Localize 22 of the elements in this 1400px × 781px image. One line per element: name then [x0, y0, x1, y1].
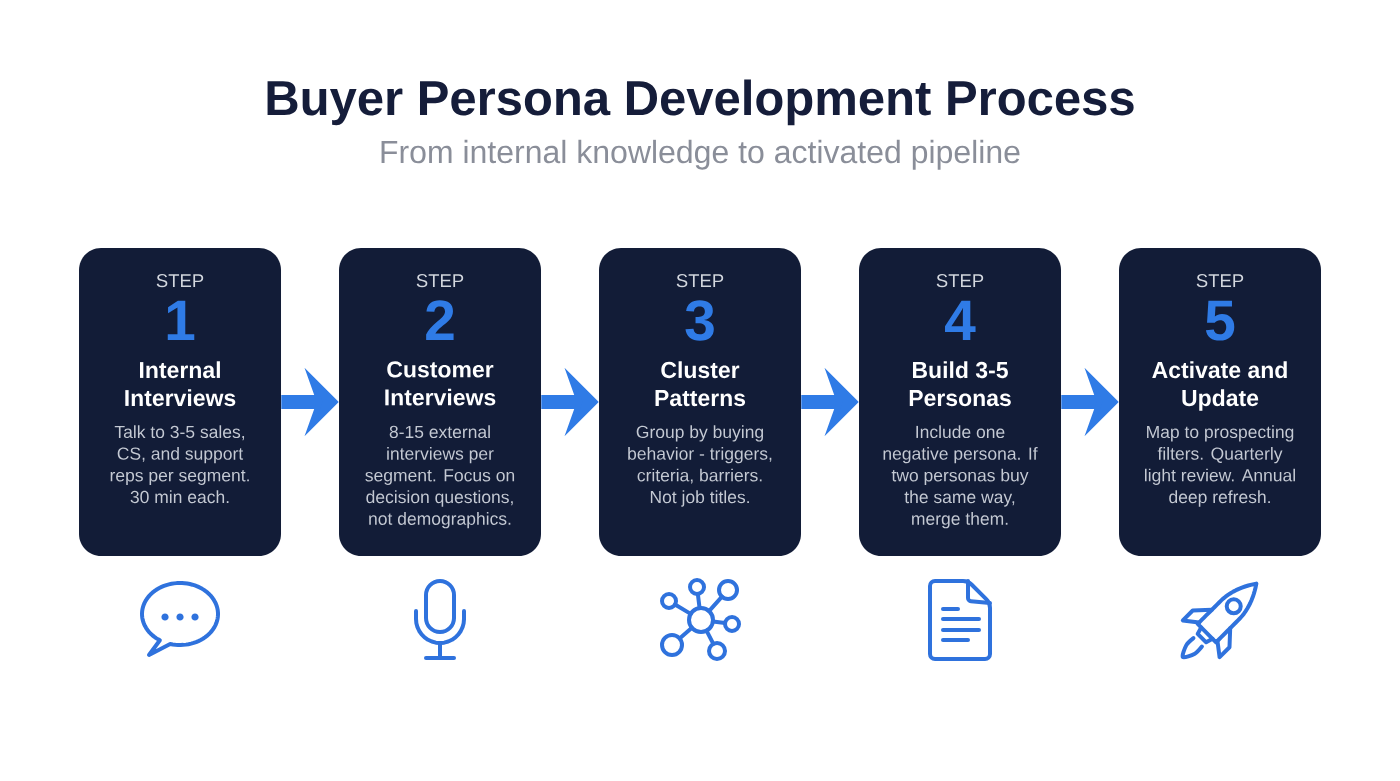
title: Buyer Persona Development Process	[267, 79, 1134, 126]
step-description: 8-15 external interviews per segment. Focus on decision questions, not demographics.	[365, 425, 515, 529]
step-title: Activate and Update	[1152, 361, 1287, 411]
step-description: Group by buying behavior - triggers, criteria, barriers. Not job titles.	[628, 425, 772, 507]
step-title: Build 3-5 Personas	[909, 361, 1011, 407]
step-title: Internal Interviews	[125, 361, 236, 407]
subtitle: From internal knowledge to activated pipeline	[381, 139, 1020, 170]
step-number: 1	[167, 300, 195, 340]
step-number: 5	[1205, 300, 1235, 341]
step-description: Talk to 3-5 sales, CS, and support reps per segment. 30 min each.	[110, 425, 249, 504]
step-number: 2	[426, 300, 454, 340]
step-title: Customer Interviews	[385, 361, 496, 406]
step-label: STEP	[936, 274, 984, 288]
step-title: Cluster Patterns	[655, 361, 746, 407]
step-description: Map to prospecting filters. Quarterly light review. Annual deep refresh.	[1145, 425, 1295, 507]
step-number: 3	[685, 300, 714, 341]
step-label: STEP	[676, 274, 724, 288]
step-number: 4	[945, 300, 976, 340]
step-label: STEP	[1196, 274, 1244, 288]
step-description: Include one negative persona. If two personas buy the same way, merge them.	[883, 425, 1038, 529]
step-label: STEP	[416, 274, 464, 288]
step-label: STEP	[156, 274, 204, 288]
